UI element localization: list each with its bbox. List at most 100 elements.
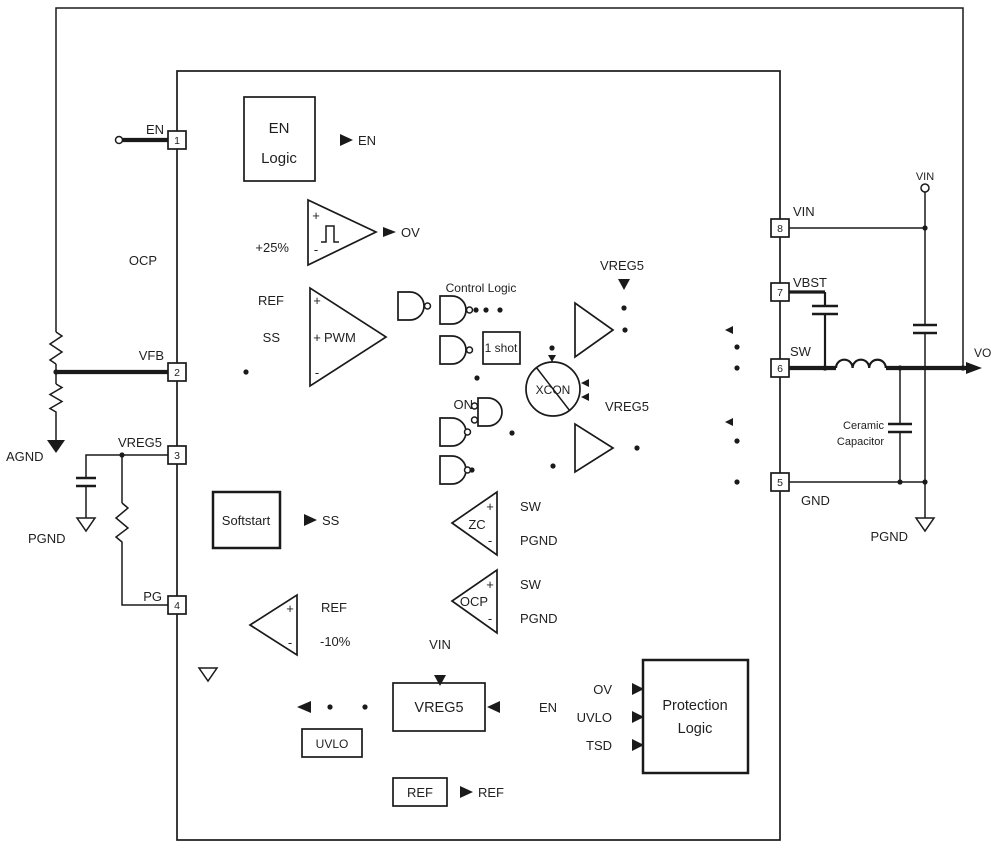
label-on: ON: [454, 397, 474, 412]
pin7-number: 7: [777, 287, 783, 299]
label-ref-pg: REF: [321, 600, 347, 615]
label-gnd-pin: GND: [801, 493, 830, 508]
label-vreg5-pin: VREG5: [118, 435, 162, 450]
label-prot-tsd: TSD: [586, 738, 612, 753]
label-vbst-pin: VBST: [793, 275, 827, 290]
arrowheads: [297, 134, 982, 798]
pgnd-right-ground-icon: [914, 517, 936, 533]
one-shot-block: [482, 331, 521, 365]
label-ov-out: OV: [401, 225, 420, 240]
pin-boxes: [167, 130, 790, 615]
pin3-number: 3: [174, 450, 180, 462]
pg-minus-sign: -: [288, 635, 292, 650]
label-minus10: -10%: [320, 634, 351, 649]
label-plus25: +25%: [255, 240, 289, 255]
pg-ground-icon: [197, 667, 219, 683]
ocp-minus-sign: -: [488, 611, 492, 626]
hs-fet-body-arrow-icon: [725, 326, 733, 334]
border-feedback-loop: [55, 7, 964, 368]
pwm-minus-sign: -: [315, 365, 319, 380]
label-vo: VO: [974, 346, 991, 360]
pin-2: [167, 362, 187, 382]
ocp-plus-sign: +: [486, 577, 494, 592]
labels: EN 1 EN EN Logic OCP +25% + - OV REF SS …: [6, 120, 991, 800]
label-ceramic1: Ceramic: [843, 420, 884, 432]
label-pwm: PWM: [324, 330, 356, 345]
vreg5-block: [392, 682, 486, 732]
vo-arrow-icon: [966, 362, 982, 374]
xcon-text: XCON: [536, 383, 571, 397]
ov-out-arrow-icon: [383, 227, 396, 237]
label-ceramic2: Capacitor: [837, 436, 884, 448]
zc-text: ZC: [468, 517, 485, 532]
prot-uvlo-arrow-icon: [632, 711, 644, 723]
label-ocp-left: OCP: [129, 253, 157, 268]
label-zc-pgnd: PGND: [520, 533, 558, 548]
zc-minus-sign: -: [488, 533, 492, 548]
label-vin-top: VIN: [916, 171, 934, 183]
pwm-plus1-sign: +: [313, 293, 321, 308]
lowside-driver: [574, 422, 615, 474]
ss-out-arrow-icon: [304, 514, 317, 526]
vin-terminal: [920, 183, 930, 193]
label-vfb: VFB: [139, 348, 164, 363]
prot-tsd-arrow-icon: [632, 739, 644, 751]
en-logic-text2: Logic: [261, 150, 297, 167]
xcon-in1-arrow-icon: [581, 379, 589, 387]
pin-3: [167, 445, 187, 465]
label-ss-out: SS: [322, 513, 340, 528]
resistor-top: [48, 331, 64, 365]
agnd-ground-icon: [47, 440, 65, 453]
en-logic-block: [243, 96, 316, 182]
hysteresis-icon: [321, 225, 339, 243]
label-vin-pin: VIN: [793, 204, 815, 219]
xcon-in2-arrow-icon: [581, 393, 589, 401]
ov-plus-sign: +: [312, 208, 320, 223]
label-zc-sw: SW: [520, 499, 542, 514]
pin4-number: 4: [174, 600, 180, 612]
ov-minus-sign: -: [314, 242, 318, 257]
pin5-number: 5: [777, 477, 783, 489]
label-en-input: EN: [146, 122, 164, 137]
vreg5-block-text: VREG5: [414, 700, 463, 716]
highside-driver: [574, 301, 615, 359]
pin1-number: 1: [174, 135, 180, 147]
label-ocp-sw: SW: [520, 577, 542, 592]
ref-block-text: REF: [407, 785, 433, 800]
label-vreg5-hs: VREG5: [600, 258, 644, 273]
zc-plus-sign: +: [486, 499, 494, 514]
pgnd-left-ground-icon: [75, 517, 97, 533]
one-shot-text: 1 shot: [485, 341, 518, 355]
pin6-number: 6: [777, 363, 783, 375]
junction-dots: [53, 225, 966, 710]
pwm-plus2-sign: +: [313, 330, 321, 345]
pin-5: [770, 472, 790, 492]
en-in-arrow-icon: [487, 701, 500, 713]
resistor-bottom: [48, 383, 64, 440]
ref-block: [392, 777, 448, 807]
protection-logic-block: [641, 658, 750, 775]
label-pgnd-right: PGND: [870, 529, 908, 544]
label-sw-pin: SW: [790, 344, 812, 359]
pin-8: [770, 218, 790, 238]
pg-plus-sign: +: [286, 601, 294, 616]
en-terminal: [114, 135, 124, 145]
uvlo-block: [301, 728, 363, 758]
label-agnd: AGND: [6, 449, 44, 464]
label-vreg5-ls: VREG5: [605, 399, 649, 414]
label-en-out: EN: [358, 133, 376, 148]
vreg5-out-arrow-icon: [297, 701, 311, 713]
vin-down-arrow-icon: [434, 675, 446, 686]
vreg5-hs-arrow-icon: [618, 279, 630, 290]
zc-comparator: [450, 490, 498, 557]
ocp-comparator: [450, 568, 498, 635]
label-vin-vreg: VIN: [429, 637, 451, 652]
label-ref-in: REF: [258, 293, 284, 308]
ocp-text: OCP: [460, 594, 488, 609]
label-ocp-pgnd: PGND: [520, 611, 558, 626]
label-en-vreg: EN: [539, 700, 557, 715]
label-control-logic: Control Logic: [446, 281, 517, 295]
en-logic-text1: EN: [269, 120, 290, 137]
